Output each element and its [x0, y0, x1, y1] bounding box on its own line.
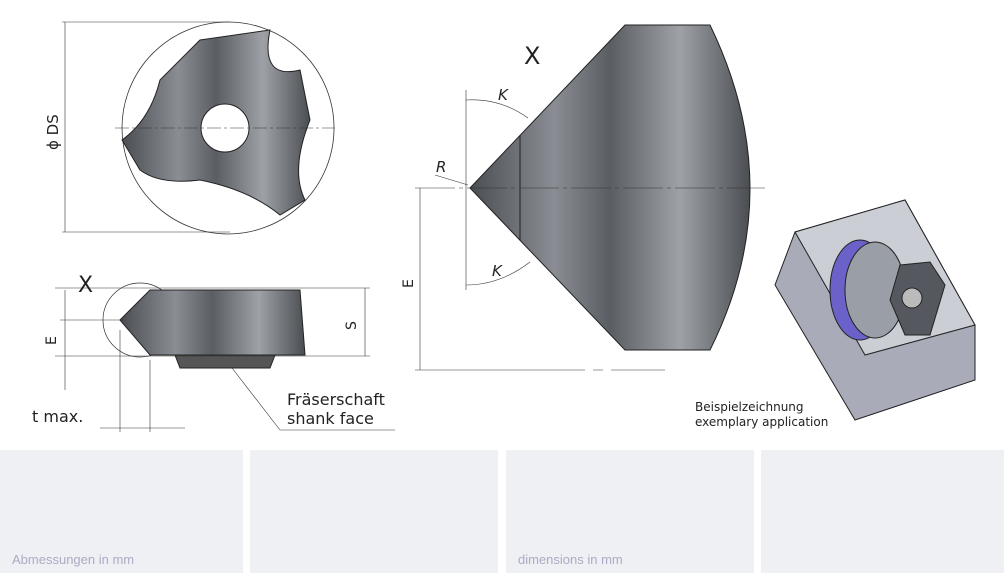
s-label: S	[344, 321, 360, 330]
example-label-en: exemplary application	[695, 415, 828, 429]
top-view: ϕ DS	[44, 21, 335, 235]
e-label-small: E	[44, 336, 60, 345]
t-max-label: t max.	[32, 407, 83, 426]
example-application: Beispielzeichnung exemplary application	[695, 199, 976, 429]
view-x-label-small: X	[78, 273, 93, 298]
side-view: X E S t max. Fräserschaft shank face	[32, 273, 395, 432]
technical-drawing: ϕ DS X E S t max. Fräserschaft shank fac…	[32, 21, 976, 432]
detail-x-view: X K K R E	[401, 24, 765, 371]
shank-label-de: Fräserschaft	[287, 390, 385, 409]
k-label-top: K	[498, 86, 509, 104]
k-label-bottom: K	[492, 262, 503, 280]
info-panel-2	[250, 450, 498, 573]
info-panel-1: Abmessungen in mm	[0, 450, 243, 573]
example-label-de: Beispielzeichnung	[695, 400, 804, 414]
diameter-label: ϕ DS	[44, 114, 62, 150]
info-panel-3: dimensions in mm	[506, 450, 754, 573]
shank-label-en: shank face	[287, 409, 374, 428]
info-panel-4	[761, 450, 1004, 573]
view-x-label-large: X	[524, 42, 540, 70]
r-label: R	[436, 158, 446, 176]
dimensions-en: dimensions in mm	[518, 552, 623, 567]
e-label-large: E	[401, 279, 417, 288]
dimensions-de: Abmessungen in mm	[12, 552, 135, 567]
